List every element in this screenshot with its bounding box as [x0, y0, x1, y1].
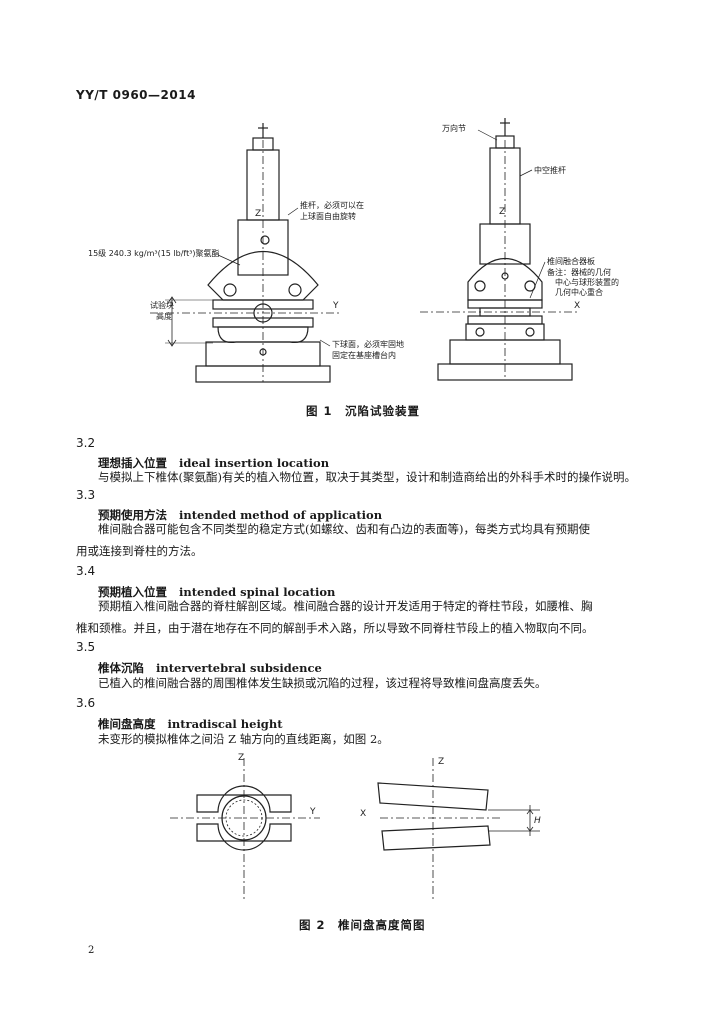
term-en: ideal insertion location [179, 456, 330, 470]
term-zh: 预期使用方法 [98, 508, 167, 522]
term-zh: 理想插入位置 [98, 456, 167, 470]
fig2-left-axis-z-label: Z [238, 753, 244, 763]
term-en: intended method of application [179, 508, 383, 522]
fig2-left-axis-y-label: Y [309, 807, 316, 817]
paragraph-line: 用或连接到脊柱的方法。 [76, 544, 203, 558]
label-lower-sphere-line1: 下球面，必须牢固地 [332, 339, 404, 349]
left-axis-y-label: Y [332, 301, 339, 311]
upper-vertebra-block [196, 785, 292, 813]
fig2-height-label: H [534, 816, 541, 826]
term-en: intervertebral subsidence [156, 661, 322, 675]
page-number: 2 [88, 945, 95, 956]
label-specimen-height-line2: 高度 [156, 311, 172, 321]
term-heading: 预期植入位置 intended spinal location [98, 584, 335, 600]
label-push-rod-line2: 上球面自由旋转 [300, 211, 356, 221]
figure-1-caption: 图 1 沉陷试验装置 [306, 404, 421, 418]
cage-circle-outer [221, 795, 267, 841]
tilted-lower-block [381, 825, 491, 851]
fig2-right-axis-z-label: Z [438, 757, 444, 767]
paragraph-line: 椎和颈椎。并且，由于潜在地存在不同的解剖手术入路，所以导致不同脊柱节段上的植入物… [76, 621, 594, 635]
right-axis-z-label: Z [499, 207, 505, 217]
label-universal-joint: 万向节 [442, 123, 466, 133]
left-axis-z-label: Z [255, 209, 261, 219]
section-number: 3.6 [76, 696, 96, 710]
figure-2-caption: 图 2 椎间盘高度简图 [299, 918, 426, 932]
term-zh: 预期植入位置 [98, 585, 167, 599]
label-push-rod-line1: 推杆，必须可以在 [300, 200, 364, 210]
term-heading: 理想插入位置 ideal insertion location [98, 455, 329, 471]
term-heading: 椎体沉陷 intervertebral subsidence [98, 660, 322, 676]
section-number: 3.3 [76, 488, 96, 502]
term-en: intended spinal location [179, 585, 336, 599]
tilted-upper-block [377, 782, 489, 811]
right-axis-x-label: X [574, 301, 580, 311]
label-lower-sphere-line2: 固定在基座槽台内 [332, 350, 396, 360]
term-zh: 椎体沉陷 [98, 661, 144, 675]
definition-paragraph: 未变形的模拟椎体之间沿 Z 轴方向的直线距离，如图 2。 [76, 728, 670, 750]
left-upper-sphere [207, 251, 319, 301]
paragraph-line: 未变形的模拟椎体之间沿 Z 轴方向的直线距离，如图 2。 [98, 732, 389, 746]
right-upper-sphere [467, 258, 543, 301]
term-heading: 预期使用方法 intended method of application [98, 507, 382, 523]
label-foam: 15级 240.3 kg/m³(15 lb/ft³)聚氨酯 [88, 248, 220, 258]
section-number: 3.2 [76, 436, 96, 450]
figure-2-intradiscal-height: Z Y Z X H [170, 753, 541, 900]
label-hollow-rod: 中空推杆 [534, 165, 566, 175]
definition-paragraph: 预期植入椎间融合器的脊柱解剖区域。椎间融合器的设计开发适用于特定的脊柱节段，如腰… [76, 595, 670, 639]
paragraph-line: 椎间融合器可能包含不同类型的稳定方式(如螺纹、齿和有凸边的表面等)，每类方式均具… [98, 522, 590, 536]
label-cage-plate: 椎间融合器板 [547, 256, 595, 266]
term-en: intradiscal height [167, 717, 283, 731]
lower-vertebra-block [196, 823, 292, 851]
standard-code: YY/T 0960—2014 [76, 88, 196, 102]
definition-paragraph: 椎间融合器可能包含不同类型的稳定方式(如螺纹、齿和有凸边的表面等)，每类方式均具… [76, 518, 670, 562]
definition-paragraph: 已植入的椎间融合器的周围椎体发生缺损或沉陷的过程，该过程将导致椎间盘高度丢失。 [76, 672, 670, 694]
definition-paragraph: 与模拟上下椎体(聚氨酯)有关的植入物位置，取决于其类型，设计和制造商给出的外科手… [76, 466, 670, 488]
term-heading: 椎间盘高度 intradiscal height [98, 716, 283, 732]
paragraph-line: 已植入的椎间融合器的周围椎体发生缺损或沉陷的过程，该过程将导致椎间盘高度丢失。 [98, 676, 547, 690]
label-specimen-height-line1: 试验块 [150, 300, 174, 310]
paragraph-line: 与模拟上下椎体(聚氨酯)有关的植入物位置，取决于其类型，设计和制造商给出的外科手… [98, 470, 636, 484]
term-zh: 椎间盘高度 [98, 717, 156, 731]
fig2-right-axis-x-label: X [360, 809, 366, 819]
figure-1-subsidence-apparatus: 推杆，必须可以在 上球面自由旋转 15级 240.3 kg/m³(15 lb/f… [88, 118, 619, 383]
label-note-line2: 中心与球形装置的 [555, 277, 619, 287]
label-note-line1: 备注：器械的几何 [547, 267, 611, 277]
paragraph-line: 预期植入椎间融合器的脊柱解剖区域。椎间融合器的设计开发适用于特定的脊柱节段，如腰… [98, 599, 593, 613]
section-number: 3.4 [76, 564, 96, 578]
label-note-line3: 几何中心重合 [555, 287, 603, 297]
section-number: 3.5 [76, 640, 96, 654]
